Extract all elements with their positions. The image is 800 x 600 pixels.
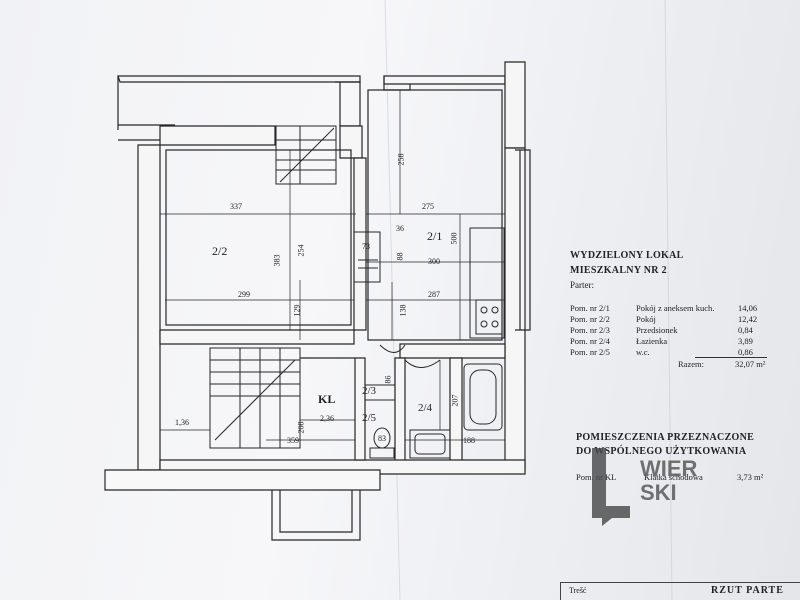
title-block-left: Trešć <box>569 586 587 595</box>
shared-heading-1: POMIESZCZENIA PRZEZNACZONE <box>576 432 755 443</box>
room-label-2-2: 2/2 <box>212 244 228 258</box>
lokal-row-code: Pom. nr 2/4 <box>570 336 610 346</box>
lokal-row-area: 0,84 <box>738 325 753 335</box>
lokal-heading-2: MIESZKALNY NR 2 <box>570 265 667 276</box>
title-block-right: RZUT PARTE <box>711 585 784 596</box>
room-label-2-1: 2/1 <box>427 229 443 243</box>
staircase-upper <box>275 125 337 185</box>
lokal-row-name: w.c. <box>636 347 650 357</box>
watermark-mark-icon <box>592 448 630 526</box>
dim-36: 36 <box>396 224 404 233</box>
watermark-line-1: WIER <box>640 456 698 481</box>
bathroom-fixtures <box>369 363 503 459</box>
dim-299: 299 <box>238 290 250 299</box>
dim-337: 337 <box>230 202 242 211</box>
dim-359: 359 <box>287 436 299 445</box>
lokal-row-code: Pom. nr 2/1 <box>570 303 610 313</box>
lokal-row-code: Pom. nr 2/2 <box>570 314 610 324</box>
dim-73: 73 <box>362 242 370 251</box>
dim-2-36: 2,36 <box>320 414 334 423</box>
staircase-lower <box>209 347 301 449</box>
lokal-row-area: 3,89 <box>738 336 753 346</box>
walls <box>104 61 531 541</box>
watermark-line-2: SKI <box>640 480 677 505</box>
lokal-row-code: Pom. nr 2/5 <box>570 347 610 357</box>
dim-300: 300 <box>428 257 440 266</box>
dim-138: 138 <box>398 304 408 317</box>
lokal-row-code: Pom. nr 2/3 <box>570 325 610 335</box>
partitions <box>365 344 441 401</box>
kitchen-fixtures <box>353 227 505 339</box>
lokal-row-name: Łazienka <box>636 336 668 346</box>
lokal-total-value: 32,07 m² <box>735 359 766 369</box>
lokal-floor: Parter: <box>570 280 594 290</box>
dim-208: 208 <box>296 421 306 434</box>
room-label-2-5: 2/5 <box>362 412 377 424</box>
dim-500: 500 <box>449 232 459 245</box>
room-label-2-3: 2/3 <box>362 385 377 397</box>
lokal-row-area: 14,06 <box>738 303 758 313</box>
shared-heading-2: DO WSPÓLNEGO UŻYTKOWANIA <box>576 446 747 457</box>
lokal-row-name: Pokój <box>636 314 656 324</box>
dim-129: 129 <box>292 304 302 317</box>
lokal-row-name: Pokój z aneksem kuch. <box>636 303 715 313</box>
dim-275: 275 <box>422 202 434 211</box>
lokal-row-name: Przedsionek <box>636 325 678 335</box>
paper-fold <box>664 0 673 600</box>
dim-258: 258 <box>396 153 406 166</box>
dim-86: 86 <box>383 375 393 384</box>
shared-area: 3,73 m² <box>737 472 764 482</box>
lokal-row-area: 12,42 <box>738 314 758 324</box>
lokal-row-area: 0,86 <box>738 347 753 357</box>
dim-383: 383 <box>272 254 282 267</box>
title-block: Trešć RZUT PARTE <box>560 582 800 600</box>
dim-254: 254 <box>296 244 306 257</box>
shared-name: Klatka schodowa <box>644 472 703 482</box>
dim-188: 188 <box>463 436 475 445</box>
total-rule <box>695 357 767 358</box>
watermark-logo: WIER SKI <box>588 440 698 530</box>
dim-207: 207 <box>450 394 460 407</box>
lokal-total-label: Razem: <box>678 359 704 369</box>
dim-88: 88 <box>395 252 405 261</box>
dim-83: 83 <box>378 434 386 443</box>
dimension-lines <box>160 90 505 441</box>
room-label-kl: KL <box>318 392 336 406</box>
dim-287: 287 <box>428 290 440 299</box>
dim-1-36: 1,36 <box>175 418 189 427</box>
room-label-2-4: 2/4 <box>418 402 433 414</box>
lokal-heading-1: WYDZIELONY LOKAL <box>570 250 684 261</box>
